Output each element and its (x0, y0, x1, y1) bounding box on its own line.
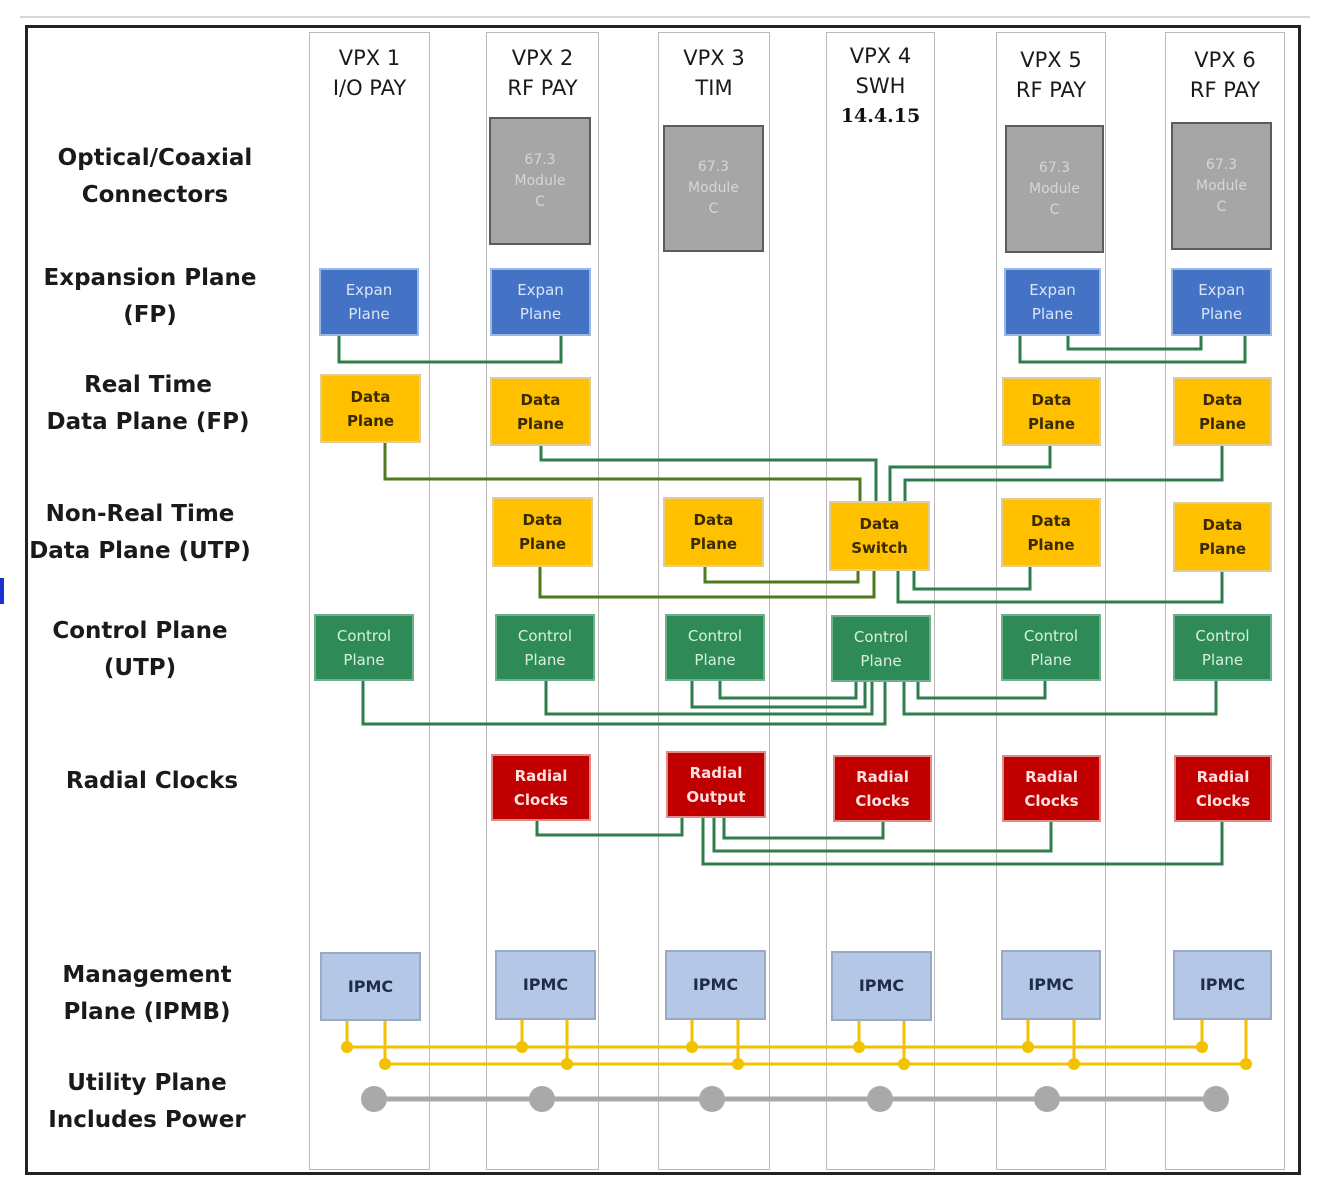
ipmb-node (561, 1058, 573, 1070)
wire-ctl-vpx3a (690, 680, 867, 709)
expansion-plane-vpx5: Expan Plane (1004, 268, 1101, 336)
wire-ctl-vpx2 (544, 680, 874, 716)
power-node (699, 1086, 725, 1112)
wire-expansion-5-6-outer (1018, 334, 1247, 364)
realtime-data-plane-vpx5: Data Plane (1002, 377, 1101, 446)
column-subtitle: TIM (695, 76, 733, 100)
row-label-expansion: Expansion Plane (FP) (43, 265, 257, 328)
wire-nrt-vpx6 (896, 571, 1224, 604)
wire-realtime-vpx2 (539, 442, 878, 501)
wire-nrt-vpx5 (912, 566, 1032, 591)
ipmb-node (1196, 1041, 1208, 1053)
power-node (867, 1086, 893, 1112)
wire-clk-vpx6 (701, 818, 1224, 866)
column-subtitle: RF PAY (1189, 78, 1261, 102)
column-revision-note: 14.4.15 (840, 105, 921, 127)
wire-ctl-vpx5 (916, 680, 1047, 700)
row-label-realtime: Real Time Data Plane (FP) (46, 372, 250, 435)
top-rule (20, 16, 1310, 18)
ipmc-vpx6: IPMC (1173, 950, 1272, 1020)
power-node (529, 1086, 555, 1112)
ipmb-node (341, 1041, 353, 1053)
ipmb-node (686, 1041, 698, 1053)
nrt-data-plane-vpx3: Data Plane (663, 497, 764, 567)
ipmc-vpx4: IPMC (831, 951, 932, 1021)
ipmb-node (1022, 1041, 1034, 1053)
nrt-data-plane-vpx5: Data Plane (1001, 498, 1101, 567)
realtime-data-plane-vpx6: Data Plane (1173, 377, 1272, 446)
control-plane-vpx6: Control Plane (1173, 614, 1272, 681)
data-switch-vpx4: Data Switch (829, 501, 930, 571)
diagram-frame (25, 25, 1301, 1175)
wire-expansion-5-6-inner (1066, 334, 1203, 351)
wire-ctl-vpx1 (361, 680, 887, 726)
wire-ctl-vpx3b (718, 680, 858, 700)
column-title: VPX 1 (338, 46, 401, 70)
ipmc-vpx5: IPMC (1001, 950, 1101, 1020)
wire-ctl-vpx6 (902, 680, 1218, 716)
wire-clk-vpx4 (722, 818, 885, 840)
power-node (361, 1086, 387, 1112)
power-node (1203, 1086, 1229, 1112)
row-label-optical: Optical/Coaxial Connectors (57, 145, 253, 208)
column-title: VPX 3 (683, 46, 745, 70)
module-c-vpx2: 67.3 Module C (489, 117, 591, 245)
wire-nrt-vpx3 (703, 566, 860, 584)
module-c-vpx5: 67.3 Module C (1005, 125, 1104, 253)
control-plane-vpx4: Control Plane (831, 615, 931, 682)
ipmb-node (853, 1041, 865, 1053)
wire-expansion-1-2 (337, 334, 563, 364)
realtime-data-plane-vpx2: Data Plane (490, 377, 591, 446)
wire-clk-vpx5 (712, 818, 1053, 853)
radial-clocks-vpx4: Radial Clocks (833, 755, 932, 822)
ipmb-node (898, 1058, 910, 1070)
ipmc-vpx1: IPMC (320, 952, 421, 1021)
wire-realtime-vpx1 (383, 442, 862, 501)
power-node (1034, 1086, 1060, 1112)
ipmc-vpx3: IPMC (665, 950, 766, 1020)
edge-marker (0, 578, 4, 604)
control-plane-vpx2: Control Plane (495, 614, 595, 681)
module-c-vpx6: 67.3 Module C (1171, 122, 1272, 250)
column-title: VPX 2 (511, 46, 574, 70)
row-label-nonrealtime: Non-Real Time Data Plane (UTP) (29, 501, 251, 564)
column-title: VPX 4 (849, 44, 912, 68)
nrt-data-plane-vpx6: Data Plane (1173, 502, 1272, 572)
row-label-utility: Utility Plane Includes Power (48, 1070, 246, 1133)
module-c-vpx3: 67.3 Module C (663, 125, 764, 252)
ipmc-vpx2: IPMC (495, 950, 596, 1020)
wire-clk-vpx2 (535, 818, 684, 837)
column-subtitle: RF PAY (1015, 78, 1087, 102)
ipmb-node (1068, 1058, 1080, 1070)
column-title: VPX 6 (1194, 48, 1256, 72)
ipmb-node (516, 1041, 528, 1053)
expansion-plane-vpx1: Expan Plane (319, 268, 419, 336)
wire-realtime-vpx6 (903, 442, 1224, 501)
control-plane-vpx3: Control Plane (665, 614, 765, 681)
nrt-data-plane-vpx2: Data Plane (492, 497, 593, 567)
wire-realtime-vpx5 (888, 442, 1052, 501)
wire-nrt-vpx2 (538, 566, 876, 599)
column-subtitle: SWH (855, 74, 906, 98)
ipmb-node (732, 1058, 744, 1070)
radial-output-vpx3: Radial Output (666, 751, 766, 818)
row-label-clocks: Radial Clocks (65, 768, 239, 794)
row-label-management: Management Plane (IPMB) (62, 962, 232, 1025)
ipmb-node (1240, 1058, 1252, 1070)
column-subtitle: I/O PAY (332, 76, 407, 100)
radial-clocks-vpx2: Radial Clocks (491, 754, 591, 821)
control-plane-vpx5: Control Plane (1001, 614, 1101, 681)
radial-clocks-vpx6: Radial Clocks (1174, 755, 1272, 822)
column-subtitle: RF PAY (507, 76, 578, 100)
row-label-control: Control Plane (UTP) (52, 618, 228, 681)
expansion-plane-vpx6: Expan Plane (1171, 268, 1272, 336)
ipmb-node (379, 1058, 391, 1070)
control-plane-vpx1: Control Plane (314, 614, 414, 681)
realtime-data-plane-vpx1: Data Plane (320, 374, 421, 443)
column-title: VPX 5 (1020, 48, 1082, 72)
expansion-plane-vpx2: Expan Plane (490, 268, 591, 336)
radial-clocks-vpx5: Radial Clocks (1002, 755, 1101, 822)
